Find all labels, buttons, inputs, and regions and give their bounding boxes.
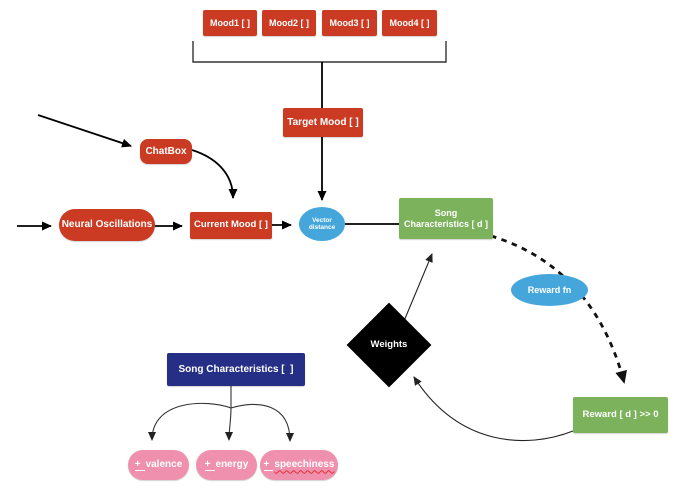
node-weights-label: Weights [370,338,408,350]
node-reward-output-label: Reward [ d ] >> 0 [582,408,659,420]
node-song-characteristics-d-line1: Song [434,208,458,219]
node-vector-distance: Vector distance [299,207,345,241]
arrow-song-characteristics-to-speechiness [230,403,294,442]
node-current-mood-label: Current Mood [ ] [194,219,268,231]
node-feature-speechiness: +speechiness [260,450,338,480]
node-mood3: Mood3 [ ] [322,10,377,36]
node-chatbox-label: ChatBox [145,145,187,157]
node-mood3-label: Mood3 [ ] [329,17,370,28]
node-chatbox: ChatBox [140,139,192,164]
node-neural-oscillations: Neural Oscillations [59,209,155,241]
feature-energy-text: energy [215,459,249,471]
node-song-characteristics-d: Song Characteristics [ d ] [399,198,493,239]
arrow-reward-to-weights [413,376,574,442]
arrow-weights-to-song-characteristics [403,253,433,322]
plus-sign: + [134,459,145,472]
node-feature-speechiness-label: +speechiness [263,459,335,472]
plus-sign: + [204,459,215,472]
node-song-characteristics: Song Characteristics [ ] [167,353,305,386]
node-feature-valence-label: +valence [134,459,183,472]
feature-speechiness-text: speechiness [274,459,335,471]
node-target-mood-label: Target Mood [ ] [287,116,359,128]
arrow-song-characteristics-to-valence [148,402,232,441]
node-mood1-label: Mood1 [ ] [210,17,250,28]
node-mood4: Mood4 [ ] [382,10,437,36]
node-reward-output: Reward [ d ] >> 0 [573,397,668,433]
plus-sign: + [263,459,274,472]
node-mood2: Mood2 [ ] [262,10,316,36]
moods-bracket [192,41,447,63]
node-vector-distance-line2: distance [308,224,336,231]
dashed-arrow-song-characteristics-to-reward [490,234,627,384]
arrow-song-characteristics-to-energy [225,407,234,441]
node-song-characteristics-label: Song Characteristics [ ] [178,363,294,375]
node-reward-fn-label: Reward fn [527,284,572,295]
node-feature-valence: +valence [128,450,189,480]
node-mood1: Mood1 [ ] [203,10,257,36]
node-feature-energy-label: +energy [204,459,249,472]
arrow-chatbox-to-current-mood [191,149,238,199]
node-mood2-label: Mood2 [ ] [269,17,309,28]
feature-valence-text: valence [145,459,183,471]
arrow-input-to-chatbox [37,114,132,148]
node-reward-fn: Reward fn [511,274,588,306]
node-song-characteristics-d-line2: Characteristics [ d ] [403,218,489,229]
node-feature-energy: +energy [196,450,257,480]
node-neural-oscillations-label: Neural Oscillations [61,219,153,231]
node-vector-distance-line1: Vector [312,216,332,224]
node-target-mood: Target Mood [ ] [283,108,363,137]
node-mood4-label: Mood4 [ ] [389,17,430,28]
node-current-mood: Current Mood [ ] [190,212,272,239]
